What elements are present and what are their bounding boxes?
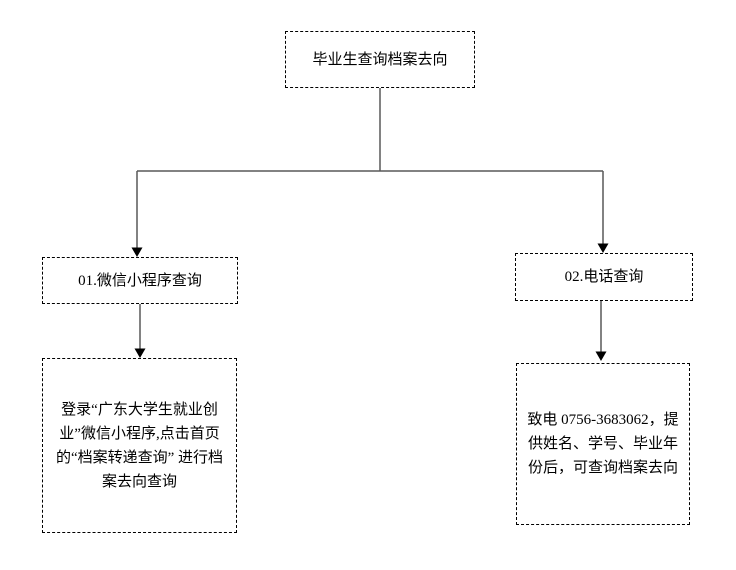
node-branch-wechat: 01.微信小程序查询 [42, 257, 238, 304]
arrowhead-detail1 [134, 348, 146, 358]
arrowhead-detail2 [595, 351, 607, 361]
node-branch-phone: 02.电话查询 [515, 253, 693, 301]
node-detail-wechat: 登录“广东大学生就业创业”微信小程序,点击首页的“档案转递查询” 进行档案去向查… [42, 358, 237, 533]
node-branch-phone-label: 02.电话查询 [564, 269, 644, 285]
arrowhead-branch2 [597, 243, 609, 253]
node-branch-wechat-label: 01.微信小程序查询 [78, 272, 202, 289]
node-detail-phone: 致电 0756-3683062，提供姓名、学号、毕业年份后，可查询档案去向 [516, 363, 690, 525]
arrowhead-branch1 [131, 247, 143, 257]
node-root-label: 毕业生查询档案去向 [312, 51, 448, 68]
node-root: 毕业生查询档案去向 [285, 31, 475, 88]
node-detail-wechat-text: 登录“广东大学生就业创业”微信小程序,点击首页的“档案转递查询” 进行档案去向查… [55, 401, 224, 490]
node-detail-phone-text: 致电 0756-3683062，提供姓名、学号、毕业年份后，可查询档案去向 [527, 412, 679, 476]
